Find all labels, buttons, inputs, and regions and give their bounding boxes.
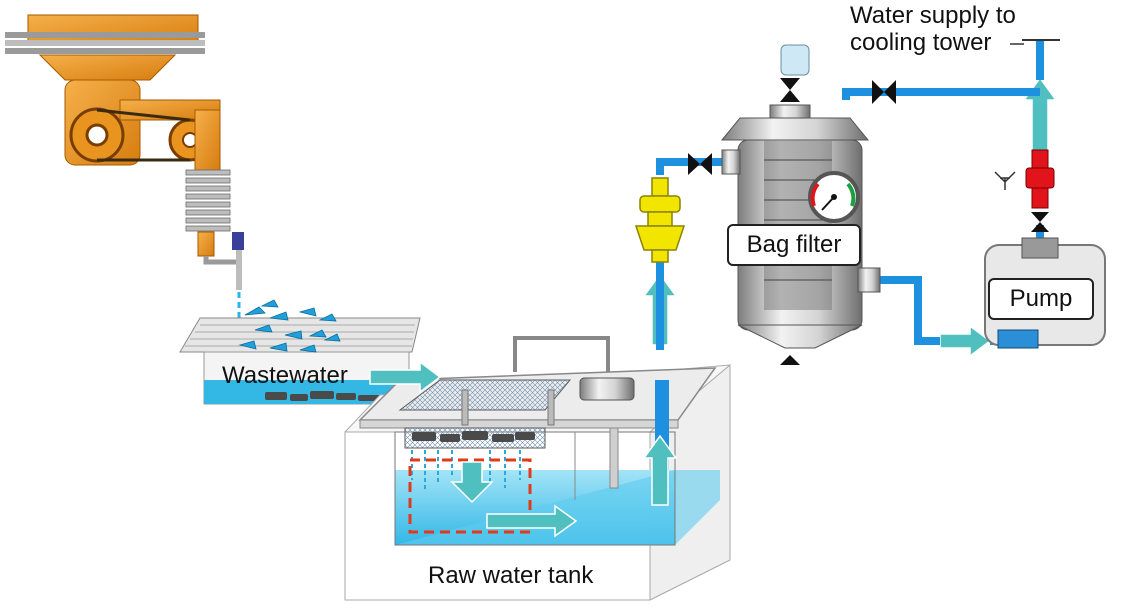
piping <box>656 40 1044 350</box>
valve-icon <box>688 78 1049 365</box>
wastewater-label: Wastewater <box>222 362 348 389</box>
pressure-gauge-icon <box>808 171 860 223</box>
bag-filter-label: Bag filter <box>727 224 861 266</box>
yellow-fitting-icon <box>634 177 686 263</box>
raw-water-tank <box>344 336 731 601</box>
supply-label-line1: Water supply to <box>850 2 1016 29</box>
machine-icon <box>5 14 244 330</box>
red-check-valve-icon <box>994 149 1055 209</box>
pump-label: Pump <box>988 278 1094 320</box>
raw-water-tank-label: Raw water tank <box>428 562 594 589</box>
supply-label-line2: cooling tower <box>850 29 992 56</box>
